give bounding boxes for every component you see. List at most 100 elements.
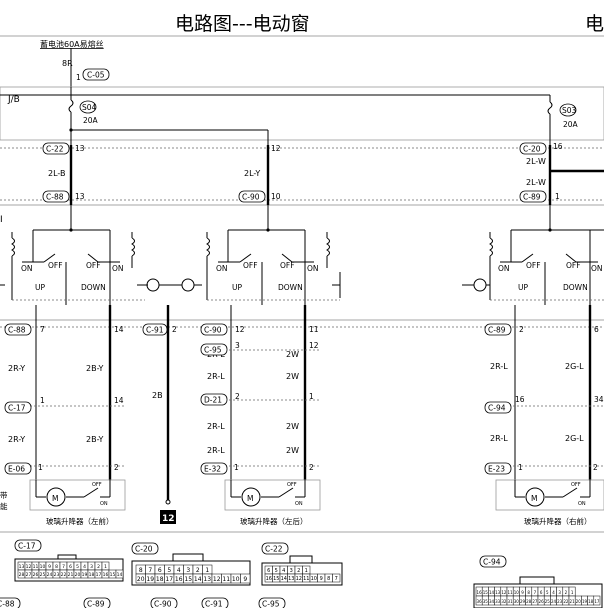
sw-left-on-a: ON	[21, 264, 33, 273]
side-note-line1: 带	[0, 491, 8, 500]
connector-pin-number: 13	[203, 576, 211, 583]
view-c88-label: C-88	[0, 600, 15, 608]
mid-wire-4b: 2W	[286, 446, 299, 455]
connector-e06-label: E-06	[8, 465, 25, 474]
view-c89-badge	[83, 597, 111, 608]
mid-pin-top-b: 11	[309, 325, 319, 334]
diagram-title: 电路图---电动窗	[175, 13, 310, 35]
right-pin-top-b: 6	[594, 325, 599, 334]
view-c94-badge	[479, 555, 507, 568]
connector-pin-number: 23	[557, 599, 563, 604]
connector-c88-label: C-88	[8, 326, 26, 335]
connector-pin-number: 21	[68, 572, 74, 578]
connector-pin-number: 8	[55, 564, 58, 570]
junction-box	[0, 86, 604, 141]
connector-pin-number: 22	[563, 599, 569, 604]
connector-c22	[42, 142, 70, 155]
right-wire-2a: 2R-L	[490, 434, 508, 443]
mid-wire-2a: 2R-L	[207, 372, 225, 381]
view-c17-label: C-17	[18, 542, 36, 551]
left-pin-top-b: 14	[114, 325, 124, 334]
connector-pin-number: 18	[89, 572, 95, 578]
connector-pin-number: 13	[495, 590, 501, 595]
pin-label: 1	[76, 73, 81, 82]
fuse-s03	[547, 98, 553, 145]
connector-pin-number: 11	[508, 590, 514, 595]
connector-pin-number: 16	[266, 576, 272, 582]
connector-pin-number: 33	[495, 599, 501, 604]
left-pin-mid-b: 14	[114, 396, 124, 405]
connector-c17	[4, 401, 32, 414]
connector-pin-number: 10	[40, 564, 46, 570]
connector-pin-number: 2	[97, 564, 100, 570]
connector-pin-number: 32	[501, 599, 507, 604]
left-wire-1a: 2R-Y	[8, 364, 25, 373]
connector-c91-label: C-91	[146, 326, 164, 335]
left-feed-pin-top: 13	[75, 144, 85, 153]
connector-pin-number: 25	[545, 599, 551, 604]
connector-pin-number: 13	[19, 564, 25, 570]
connector-pin-number: 22	[61, 572, 67, 578]
connector-c22-label: C-22	[46, 145, 64, 154]
connector-pin-number: 14	[489, 590, 495, 595]
connector-pin-number: 9	[320, 576, 323, 582]
motor-rear-left-off: OFF	[287, 482, 297, 488]
caption-front-left: 玻璃升降器（左前）	[46, 516, 114, 526]
connector-pin-number: 15	[184, 576, 192, 583]
right-pin-bot-b: 2	[593, 463, 598, 472]
fuse-s04-badge	[79, 100, 97, 114]
right-wire-1b: 2G-L	[565, 362, 584, 371]
fuse-s03-badge	[559, 103, 577, 117]
connector-pin-number: 34	[489, 599, 495, 604]
view-c94-label: C-94	[483, 558, 501, 567]
connector-pin-number: 15	[483, 590, 489, 595]
mid-wire-3a: 2R-L	[207, 422, 225, 431]
connector-view-c22	[261, 555, 343, 586]
connector-c88-top	[42, 190, 70, 203]
ground-pin: 2	[172, 325, 177, 334]
connector-pin-number: 1	[205, 567, 209, 574]
switch-block-mid	[172, 205, 341, 305]
left-pin-top-a: 7	[40, 325, 45, 334]
connector-c90-label: C-90	[204, 326, 222, 335]
right-wire-1a: 2R-L	[490, 362, 508, 371]
motor-rear-left	[230, 480, 306, 507]
right-pin-bot-a: 1	[518, 463, 523, 472]
sw-right-on-b: ON	[591, 264, 603, 273]
connector-pin-number: 3	[186, 567, 190, 574]
right-wire-2b: 2G-L	[565, 434, 584, 443]
connector-c89-top-label: C-89	[523, 193, 541, 202]
connector-pin-number: 4	[177, 567, 181, 574]
connector-pin-number: 8	[327, 576, 330, 582]
connector-view-c94	[473, 576, 603, 608]
mid-lower-wiring	[225, 305, 320, 480]
mid-wire-1b: 2W	[286, 350, 299, 359]
connector-e32	[200, 462, 228, 475]
connector-pin-number: 6	[158, 567, 162, 574]
motor-front-right-symbol: M	[531, 494, 537, 503]
mid-pin-3a: 2	[235, 392, 240, 401]
connector-pin-cell	[332, 573, 341, 583]
connector-pin-number: 18	[588, 599, 594, 604]
connector-pin-number: 26	[539, 599, 545, 604]
connector-c20	[519, 142, 547, 155]
connector-c94	[484, 401, 512, 414]
connector-pin-number: 16	[175, 576, 183, 583]
connector-c95-label: C-95	[204, 346, 222, 355]
connector-pin-number: 4	[83, 564, 86, 570]
view-c88-badge	[0, 597, 21, 608]
connector-pin-number: 1	[305, 568, 308, 574]
connector-pin-number: 5	[167, 567, 171, 574]
connector-pin-number: 11	[222, 576, 230, 583]
sw-right-off-b: OFF	[566, 261, 581, 270]
connector-pin-number: 7	[148, 567, 152, 574]
connector-pin-number: 6	[267, 568, 270, 574]
connector-c05-label: C-05	[87, 71, 105, 80]
view-c91-badge	[201, 597, 229, 608]
connector-pin-number: 15	[273, 576, 279, 582]
view-c91-label: C-91	[205, 600, 223, 608]
connector-pin-number: 3	[290, 568, 293, 574]
view-c22-badge	[261, 542, 289, 555]
connector-pin-number: 1	[104, 564, 107, 570]
